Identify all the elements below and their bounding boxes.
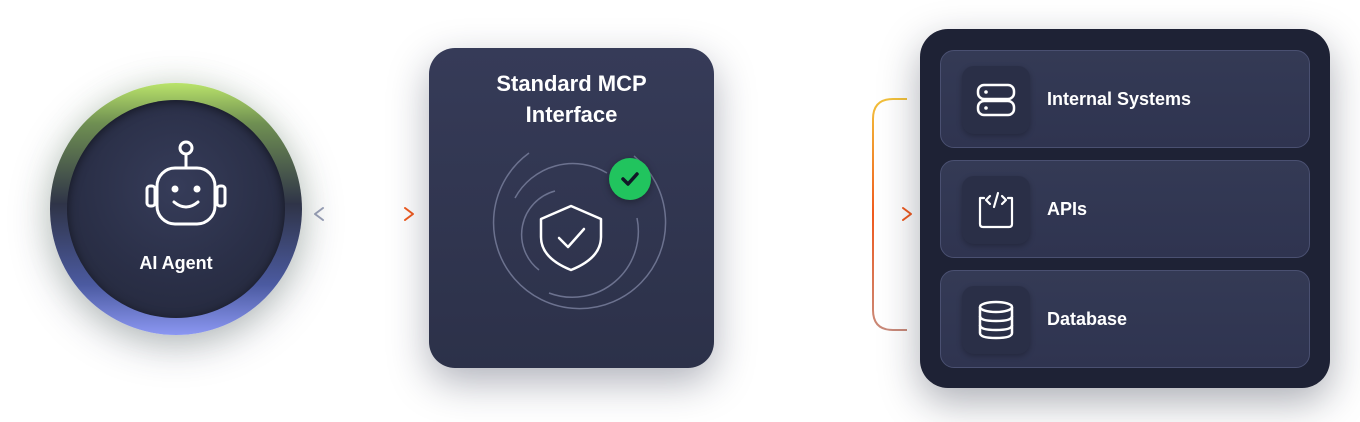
resources-panel: Internal Systems APIs (920, 29, 1330, 388)
ai-agent-node: AI Agent (50, 83, 302, 335)
server-icon (976, 83, 1016, 117)
ai-agent-core: AI Agent (67, 100, 285, 318)
code-icon (978, 191, 1014, 229)
check-icon (621, 172, 639, 186)
mcp-visual (492, 152, 667, 310)
signal-rings (492, 152, 667, 310)
mcp-resources-arrow (716, 207, 912, 221)
ai-agent-label: AI Agent (139, 253, 213, 273)
resource-icon-box (962, 286, 1030, 354)
resource-label-apis: APIs (1047, 199, 1088, 219)
agent-mcp-arrow (314, 207, 414, 221)
resource-label-internal-systems: Internal Systems (1047, 89, 1192, 109)
resource-item-apis: APIs (940, 160, 1310, 258)
resource-item-database: Database (940, 270, 1310, 368)
database-icon (978, 300, 1014, 340)
mcp-title-line1: Standard MCP (496, 71, 647, 96)
mcp-title-line2: Interface (525, 102, 618, 127)
resources-bracket (872, 98, 907, 331)
verified-badge (609, 158, 651, 200)
resource-label-database: Database (1047, 309, 1128, 329)
mcp-title: Standard MCP Interface (429, 68, 714, 130)
robot-icon (145, 140, 227, 226)
shield-check-icon (539, 204, 603, 272)
resource-item-internal-systems: Internal Systems (940, 50, 1310, 148)
resource-icon-box (962, 176, 1030, 244)
mcp-interface-card: Standard MCP Interface (429, 48, 714, 368)
resource-icon-box (962, 66, 1030, 134)
